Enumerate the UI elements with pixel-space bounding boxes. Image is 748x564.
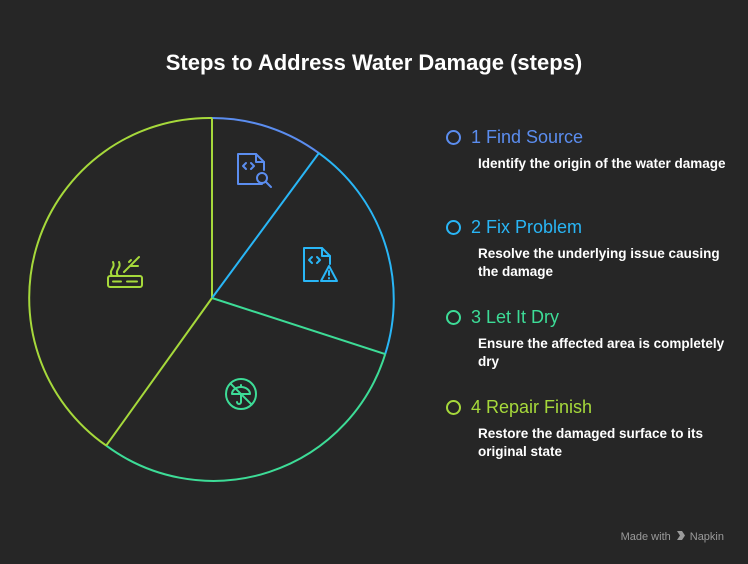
step-item-fix-problem: 2 Fix Problem Resolve the underlying iss… bbox=[446, 215, 736, 281]
credit-brand: Napkin bbox=[689, 531, 724, 543]
step-marker-icon bbox=[446, 219, 461, 235]
step-description: Identify the origin of the water damage bbox=[478, 156, 726, 171]
pie-arc-step-3 bbox=[105, 353, 387, 482]
step-title: 4 Repair Finish bbox=[471, 396, 593, 417]
page-title: Steps to Address Water Damage (steps) bbox=[165, 50, 583, 75]
made-with-napkin-credit[interactable]: Made with Napkin bbox=[621, 530, 724, 544]
step-item-repair-finish: 4 Repair Finish Restore the damaged surf… bbox=[446, 395, 736, 461]
file-search-icon bbox=[237, 153, 272, 188]
step-head: 4 Repair Finish bbox=[446, 395, 736, 419]
step-description: Ensure the affected area is completely d… bbox=[478, 336, 725, 369]
step-head: 3 Let It Dry bbox=[446, 305, 736, 329]
pie-arc-step-2 bbox=[318, 152, 395, 355]
step-marker-icon bbox=[446, 129, 461, 145]
credit-prefix: Made with bbox=[620, 531, 671, 543]
step-head: 1 Find Source bbox=[446, 125, 736, 149]
pie-arc-step-1 bbox=[211, 117, 320, 154]
divider-line-2 bbox=[211, 152, 320, 299]
divider-line-3 bbox=[211, 297, 386, 356]
no-umbrella-icon bbox=[225, 378, 257, 410]
file-warning-icon bbox=[303, 247, 338, 282]
step-marker-icon bbox=[446, 399, 461, 415]
step-item-let-it-dry: 3 Let It Dry Ensure the affected area is… bbox=[446, 305, 736, 371]
napkin-logo-icon bbox=[676, 530, 686, 544]
repair-tools-icon bbox=[107, 256, 143, 288]
step-title: 1 Find Source bbox=[471, 126, 584, 147]
pie-arc-step-4 bbox=[28, 116, 213, 447]
step-title: 2 Fix Problem bbox=[471, 216, 583, 237]
step-item-find-source: 1 Find Source Identify the origin of the… bbox=[446, 125, 736, 173]
step-description: Restore the damaged surface to its origi… bbox=[478, 426, 704, 459]
step-title: 3 Let It Dry bbox=[471, 306, 560, 327]
divider-line-4 bbox=[105, 297, 213, 447]
step-description: Resolve the underlying issue causing the… bbox=[478, 246, 720, 279]
step-head: 2 Fix Problem bbox=[446, 215, 736, 239]
step-marker-icon bbox=[446, 309, 461, 325]
